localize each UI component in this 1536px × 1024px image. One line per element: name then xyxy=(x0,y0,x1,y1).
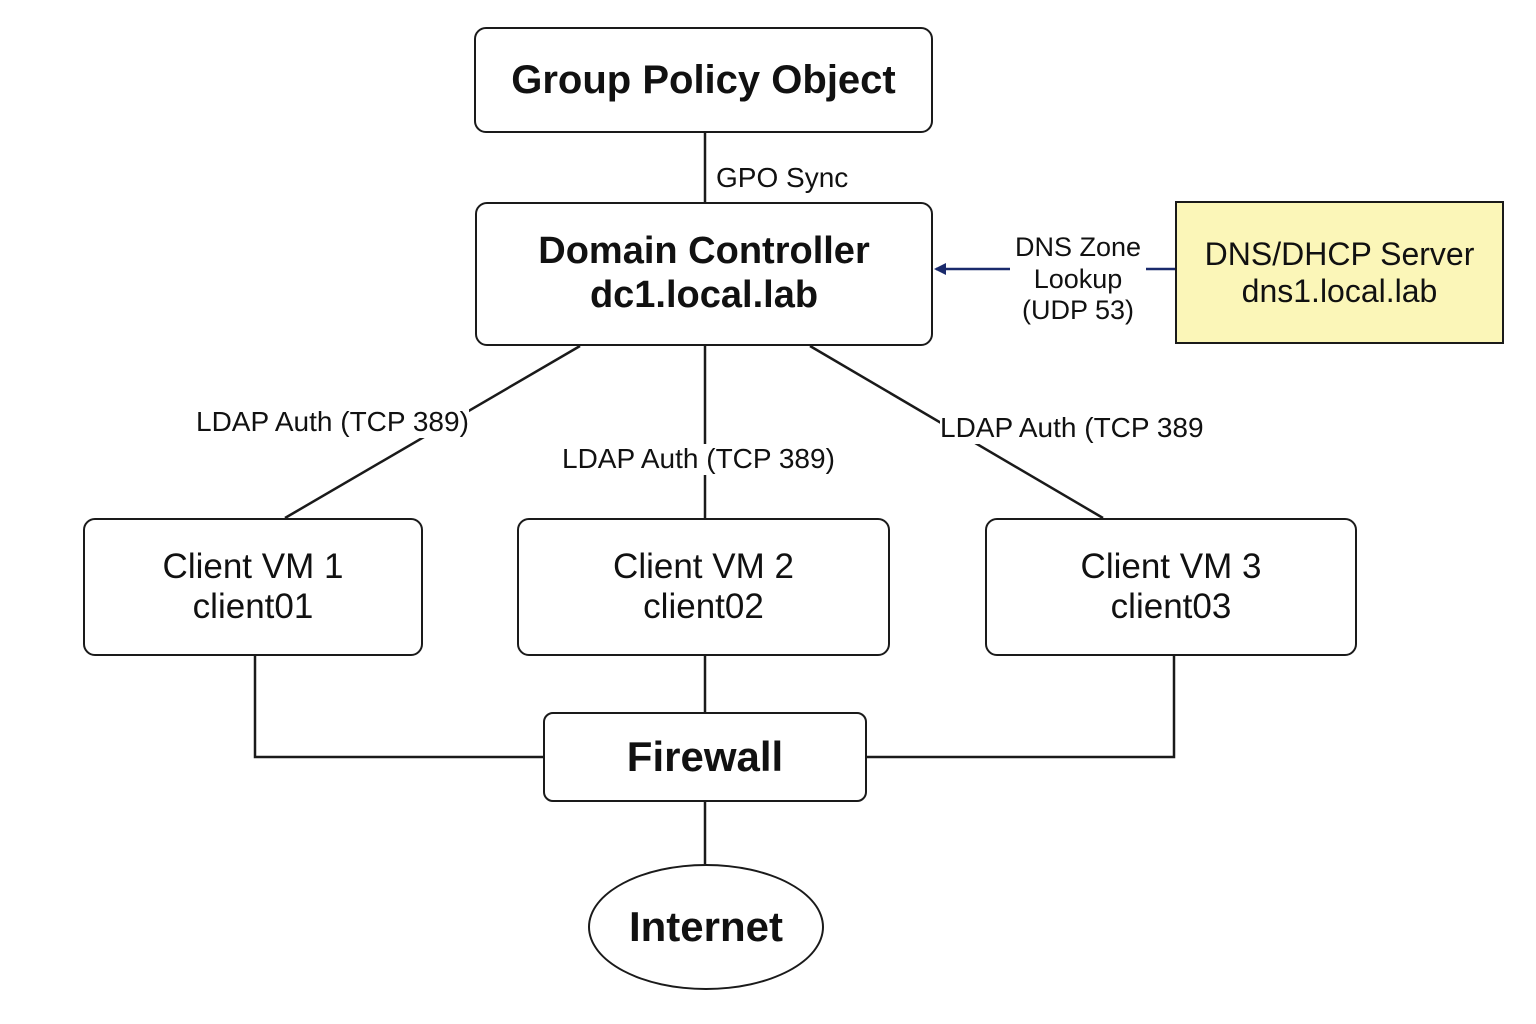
dns-lookup-label: DNS Zone Lookup (UDP 53) xyxy=(1010,232,1146,327)
dns-lookup-label-line3: (UDP 53) xyxy=(1021,295,1135,326)
internet-node[interactable]: Internet xyxy=(588,864,824,990)
gpo-node[interactable]: Group Policy Object xyxy=(474,27,933,133)
client3-title: Client VM 3 xyxy=(1080,546,1262,586)
firewall-node[interactable]: Firewall xyxy=(543,712,867,802)
gpo-sync-label: GPO Sync xyxy=(716,162,849,193)
client2-hostname: client02 xyxy=(643,587,764,626)
client1-title: Client VM 1 xyxy=(162,546,344,586)
domain-controller-title: Domain Controller xyxy=(538,230,870,273)
firewall-title: Firewall xyxy=(626,732,784,780)
ldap-auth-client3-label: LDAP Auth (TCP 389 xyxy=(940,412,1204,444)
domain-controller-node[interactable]: Domain Controller dc1.local.lab xyxy=(475,202,933,346)
dns-server-title: DNS/DHCP Server xyxy=(1204,235,1475,272)
client-vm-3-node[interactable]: Client VM 3 client03 xyxy=(985,518,1357,656)
gpo-title: Group Policy Object xyxy=(511,58,896,102)
ldap-auth-client1-label: LDAP Auth (TCP 389) xyxy=(196,406,469,438)
domain-controller-hostname: dc1.local.lab xyxy=(589,274,819,316)
ldap-auth-client2-label: LDAP Auth (TCP 389) xyxy=(562,443,835,475)
dns-lookup-label-line2: Lookup xyxy=(1033,263,1123,294)
client1-hostname: client01 xyxy=(192,587,314,626)
dns-server-hostname: dns1.local.lab xyxy=(1241,272,1438,309)
dns-dhcp-server-node[interactable]: DNS/DHCP Server dns1.local.lab xyxy=(1175,201,1504,344)
client3-hostname: client03 xyxy=(1110,587,1232,626)
client-vm-2-node[interactable]: Client VM 2 client02 xyxy=(517,518,890,656)
client-vm-1-node[interactable]: Client VM 1 client01 xyxy=(83,518,423,656)
dns-lookup-label-line1: DNS Zone xyxy=(1014,232,1142,262)
internet-title: Internet xyxy=(628,902,783,950)
client2-title: Client VM 2 xyxy=(613,546,794,586)
edge-client1-to-firewall xyxy=(253,656,543,759)
edge-client3-to-firewall xyxy=(867,656,1176,759)
